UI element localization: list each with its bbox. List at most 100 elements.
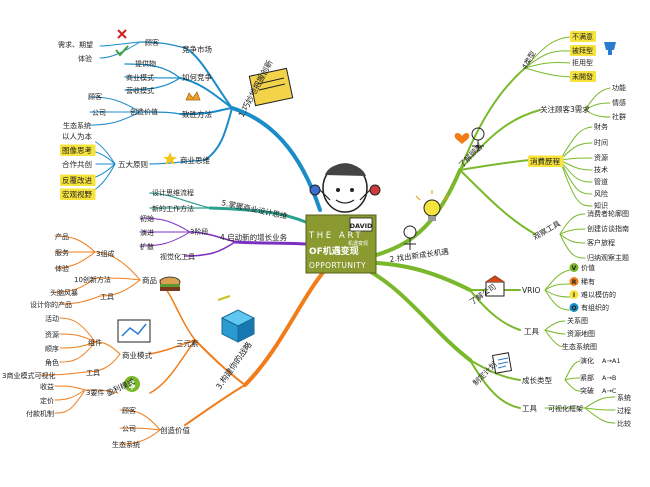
- node-label: 管道: [594, 177, 608, 186]
- label-highlight: [570, 71, 597, 82]
- node-label: 生态系统: [112, 440, 140, 449]
- node-label: 服务: [55, 248, 69, 257]
- burger-icon: [159, 276, 181, 291]
- node-label: 资源地图: [567, 329, 595, 338]
- node-label: 创造价值: [160, 425, 190, 435]
- node-label: 需求、期望: [58, 40, 93, 49]
- node-label: 图像思考: [62, 145, 92, 155]
- node-label: 演化: [580, 356, 594, 365]
- node-label: 演进: [140, 228, 154, 237]
- vrio-dot: [569, 290, 579, 299]
- node-label: 技术: [594, 165, 608, 174]
- node-label: 知识: [594, 201, 608, 210]
- node-label: 宏观视野: [62, 189, 92, 199]
- node-label: 新的工作方法: [152, 204, 194, 213]
- center-small: 机遇变现: [348, 240, 368, 247]
- node-label: 紧部: [580, 373, 594, 382]
- node-label: 稀有: [581, 277, 595, 286]
- node-label: 提供物: [135, 59, 156, 68]
- node-label: 竞争市场: [182, 44, 212, 54]
- node-label: 创建访谈指南: [587, 224, 629, 233]
- dollar-icon: $: [124, 376, 140, 392]
- node-label: VRIO: [522, 286, 541, 295]
- node-label: 组件: [88, 338, 102, 347]
- node-label: 五大原则: [118, 159, 148, 169]
- label-highlight: [60, 144, 96, 156]
- branch-title-4: 4.启动新的增长业务: [220, 232, 288, 242]
- guy-icon: [403, 225, 417, 250]
- node-label: 突破: [580, 386, 594, 395]
- center-node: DAVID THE ART OF机遇变现 机遇变现 OPPORTUNITY: [305, 163, 381, 274]
- node-label: A→C: [602, 387, 617, 395]
- center-title-line3: OPPORTUNITY: [309, 261, 366, 270]
- node-label: 头脑风暴: [50, 288, 78, 297]
- label-highlight: [60, 174, 96, 186]
- node-label: 功能: [612, 83, 626, 92]
- node-label: 財务: [594, 122, 608, 131]
- node-label: 归纳观察主题: [587, 253, 629, 262]
- node-label: 顾客: [88, 92, 102, 101]
- node-label: 关注顾客3需求: [540, 104, 590, 114]
- node-label: 4类型: [519, 48, 538, 71]
- node-label: 未開發: [572, 72, 593, 81]
- node-label: 收益: [40, 382, 54, 391]
- node-label: 创造价值: [130, 107, 158, 116]
- node-label: A→B: [602, 374, 616, 382]
- node-label: 如何竞争: [182, 72, 212, 82]
- node-label: 时间: [594, 138, 608, 147]
- node-label: 合作共创: [62, 159, 92, 169]
- node-label: 消费者轮廓图: [587, 209, 629, 218]
- trophy-icon: [604, 42, 616, 55]
- node-label: 致胜方法: [182, 109, 212, 119]
- node-label: 活动: [45, 314, 59, 323]
- heart-icon: [454, 127, 485, 152]
- node-label: 工具: [524, 327, 539, 336]
- node-label: 定价: [40, 396, 54, 405]
- node-label: 三元素: [176, 338, 199, 348]
- node-label: 设计思维流程: [152, 188, 194, 197]
- node-label: 顾客: [145, 38, 159, 47]
- node-label: 营收模式: [126, 86, 154, 95]
- node-label: 被拜型: [572, 46, 593, 55]
- node-label: 初始: [140, 214, 154, 223]
- doc-icon: [485, 275, 505, 297]
- node-label: 工具: [100, 293, 114, 301]
- node-label: 3组成: [96, 249, 114, 258]
- node-label: 消費歷程: [530, 156, 560, 166]
- node-label: 商品: [142, 275, 157, 285]
- x-icon: [117, 29, 127, 39]
- node-label: O: [571, 305, 576, 312]
- label-highlight: [60, 130, 96, 142]
- check-icon: [115, 45, 129, 57]
- node-label: 难以模仿的: [581, 290, 616, 299]
- cube-icon: [217, 295, 256, 343]
- node-label: 风险: [594, 189, 608, 198]
- node-label: R: [572, 279, 577, 286]
- node-label: 盈利模式: [105, 376, 137, 398]
- node-label: I: [573, 292, 575, 299]
- node-label: 客户旅程: [587, 238, 615, 247]
- vrio-dot: [569, 303, 579, 312]
- node-label: 扩散: [140, 242, 154, 251]
- node-label: A→A1: [602, 357, 620, 365]
- node-label: 公司: [122, 425, 136, 433]
- node-label: 产品: [55, 232, 69, 241]
- node-label: 资源: [594, 153, 608, 162]
- node-label: 10创新方法: [74, 275, 111, 284]
- node-label: 有组织的: [581, 303, 609, 312]
- node-label: 体验: [78, 54, 92, 63]
- branch-3-line: [243, 268, 327, 387]
- vrio-dot: [569, 277, 579, 286]
- label-highlight: [570, 45, 597, 56]
- label-highlight: [570, 31, 597, 42]
- node-label: 过程: [617, 406, 631, 415]
- node-label: 比较: [617, 419, 631, 428]
- plan-icon: [491, 352, 513, 374]
- node-label: 商业模式: [126, 73, 154, 82]
- node-label: 成长类型: [522, 375, 552, 385]
- crown-icon: [185, 91, 201, 101]
- node-label: 价值: [581, 263, 595, 272]
- node-label: 商业思维: [180, 155, 210, 165]
